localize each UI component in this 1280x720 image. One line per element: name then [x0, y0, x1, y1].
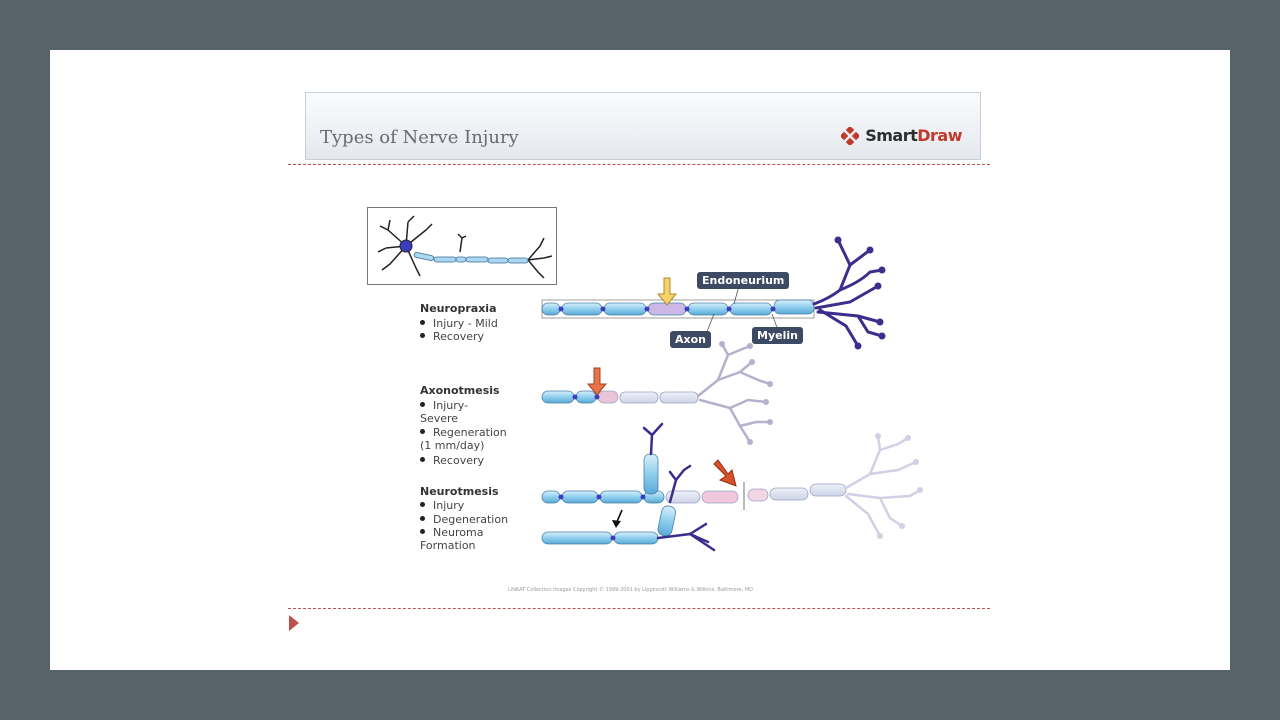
logo-text-smart: Smart [865, 126, 918, 145]
bullet-icon [420, 502, 425, 507]
divider-top [288, 164, 990, 165]
bullet-icon [420, 516, 425, 521]
orange-injury-arrow-icon [586, 367, 608, 396]
bullet-icon [420, 457, 425, 462]
nerve-injury-diagram [541, 236, 923, 552]
axon-label: Axon [670, 331, 711, 348]
bullet-icon [420, 529, 425, 534]
neuropraxia-item-2: Recovery [420, 330, 484, 343]
neurotmesis-axon [541, 422, 923, 552]
neuropraxia-item-1: Injury - Mild [420, 317, 498, 330]
bullet-icon [420, 333, 425, 338]
neuropraxia-axon [541, 236, 886, 350]
myelin-label: Myelin [752, 327, 803, 344]
neurotmesis-item-2: Degeneration [420, 513, 508, 526]
slide-title: Types of Nerve Injury [320, 127, 519, 148]
divider-bottom [288, 608, 990, 609]
bullet-icon [420, 429, 425, 434]
yellow-injury-arrow-icon [656, 277, 678, 306]
smartdraw-logo-icon [841, 126, 860, 145]
bullet-icon [420, 320, 425, 325]
play-bullet-icon [289, 615, 299, 631]
neurotmesis-item-1: Injury [420, 499, 464, 512]
neuropraxia-title: Neuropraxia [420, 302, 497, 315]
neurotmesis-item-3: Neuroma Formation [420, 526, 484, 552]
red-injury-arrow-icon [713, 459, 737, 487]
axonotmesis-title: Axonotmesis [420, 384, 500, 397]
axonotmesis-item-3: Recovery [420, 454, 484, 467]
axonotmesis-axon [541, 341, 773, 445]
endoneurium-label: Endoneurium [697, 272, 790, 289]
axonotmesis-item-1: Injury- Severe [420, 399, 469, 425]
neuron-thumbnail [367, 207, 557, 285]
logo-text-draw: Draw [917, 126, 962, 145]
neurotmesis-title: Neurotmesis [420, 485, 499, 498]
copyright-credit: LiNKAT Collection Images Copyright © 199… [508, 587, 753, 593]
neuron-thumbnail-icon [377, 215, 553, 279]
axonotmesis-item-2: Regeneration (1 mm/day) [420, 426, 507, 452]
bullet-icon [420, 402, 425, 407]
